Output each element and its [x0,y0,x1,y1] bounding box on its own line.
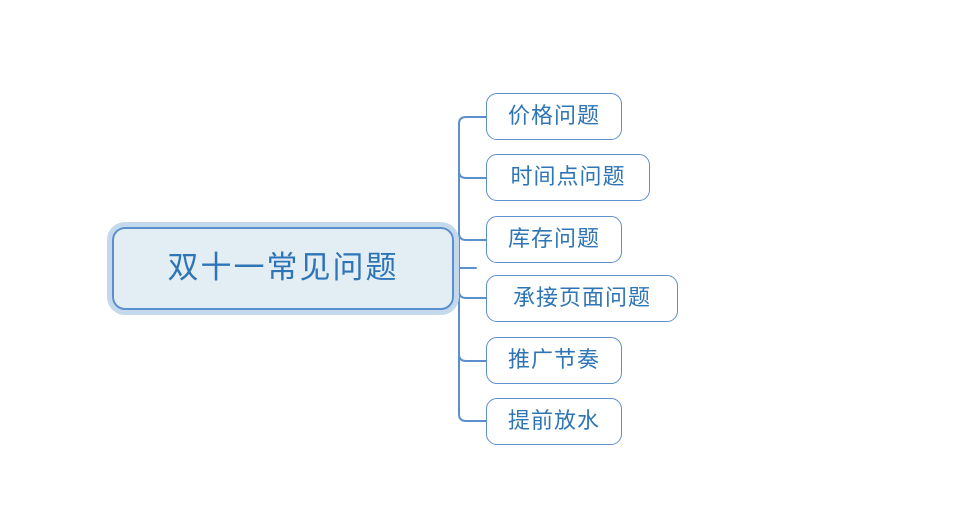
child-node-timepoint[interactable]: 时间点问题 [486,154,650,201]
root-node[interactable]: 双十一常见问题 [107,222,459,315]
child-node-price[interactable]: 价格问题 [486,93,622,140]
child-node-label: 时间点问题 [510,164,626,190]
child-node-early-release[interactable]: 提前放水 [486,398,622,445]
connector-branch-1 [458,170,487,179]
child-node-landing-page[interactable]: 承接页面问题 [486,275,678,322]
child-node-promotion-rhythm[interactable]: 推广节奏 [486,337,622,384]
connector-branch-4 [458,353,487,362]
child-node-inventory[interactable]: 库存问题 [486,216,622,263]
child-node-label: 承接页面问题 [512,285,651,311]
connector-branch-0 [458,116,487,125]
root-node-body: 双十一常见问题 [112,227,454,310]
child-node-label: 推广节奏 [507,347,600,373]
connector-branch-5 [458,413,487,422]
child-node-label: 提前放水 [507,408,600,434]
connector-branch-2 [458,232,487,241]
root-node-label: 双十一常见问题 [167,250,399,286]
child-node-label: 库存问题 [507,226,600,252]
connector-branch-3 [458,290,487,299]
child-node-label: 价格问题 [507,103,600,129]
